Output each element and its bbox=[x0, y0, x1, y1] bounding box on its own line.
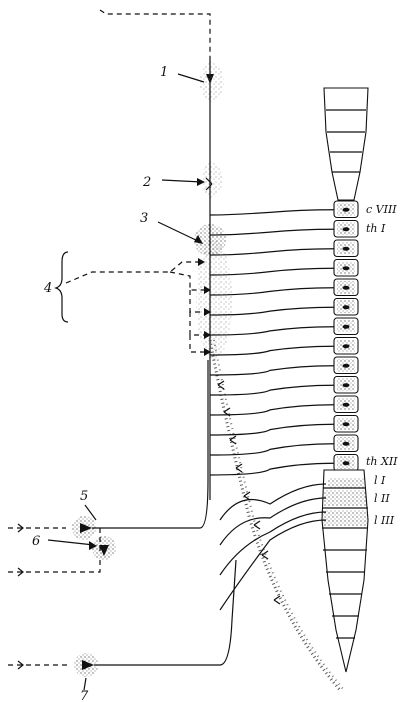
fibre bbox=[209, 326, 335, 336]
fibre bbox=[209, 248, 335, 256]
fibre bbox=[209, 365, 335, 376]
tail-arrows bbox=[217, 380, 281, 605]
label-th1: th I bbox=[366, 222, 386, 235]
segment-neuron bbox=[342, 363, 350, 368]
fibre bbox=[209, 404, 335, 416]
label-2: 2 bbox=[142, 175, 151, 190]
label-l1: l I bbox=[374, 474, 386, 487]
sympathetic-trunk bbox=[99, 9, 345, 691]
fibre-lumbar bbox=[219, 497, 327, 546]
segment-neuron bbox=[342, 461, 350, 466]
lower-inputs bbox=[8, 360, 237, 677]
number-labels: 1 2 3 4 5 6 7 bbox=[32, 65, 168, 702]
fibre bbox=[209, 443, 335, 456]
segment-neuron bbox=[342, 227, 350, 232]
spinal-cord-column bbox=[321, 87, 369, 673]
segment-neuron bbox=[342, 383, 350, 388]
fibre bbox=[209, 228, 335, 236]
label-c8: c VIII bbox=[366, 203, 397, 216]
label-5: 5 bbox=[80, 489, 88, 504]
segment-neuron bbox=[342, 305, 350, 310]
label-1: 1 bbox=[160, 65, 168, 80]
segment-neuron bbox=[342, 324, 350, 329]
fibre-lumbar bbox=[219, 519, 327, 611]
label-th12: th XII bbox=[366, 455, 398, 468]
label-3: 3 bbox=[140, 211, 148, 226]
segment-labels: c VIII th I th XII l I l II l III bbox=[366, 203, 398, 527]
segment-neuron bbox=[342, 207, 350, 212]
preganglionic-dashed-top bbox=[99, 9, 211, 60]
cervical-spindle bbox=[323, 87, 369, 201]
segment-neuron bbox=[342, 266, 350, 271]
segment-neuron bbox=[342, 246, 350, 251]
label-4: 4 bbox=[43, 281, 52, 296]
label-l3: l III bbox=[374, 514, 395, 527]
segment-neuron bbox=[342, 422, 350, 427]
dashed-loops bbox=[54, 251, 211, 356]
fibre bbox=[209, 384, 335, 396]
label-l2: l II bbox=[374, 492, 390, 505]
segment-neuron bbox=[342, 441, 350, 446]
fibre bbox=[209, 287, 335, 296]
fibre bbox=[209, 423, 335, 436]
segment-neuron bbox=[342, 344, 350, 349]
fibre bbox=[209, 306, 335, 316]
fibre bbox=[209, 462, 335, 476]
fibre-lumbar bbox=[219, 483, 327, 521]
fibre-lumbar bbox=[219, 511, 327, 576]
label-6: 6 bbox=[32, 534, 40, 549]
thoracic-segments bbox=[333, 200, 359, 472]
label-7: 7 bbox=[80, 689, 89, 702]
segment-neuron bbox=[342, 285, 350, 290]
brace-4 bbox=[54, 251, 69, 323]
segment-neuron bbox=[342, 402, 350, 407]
postganglionic-fibres bbox=[209, 209, 335, 611]
arrow-2 bbox=[205, 177, 213, 191]
label-pointers bbox=[47, 73, 205, 691]
fibre bbox=[209, 209, 335, 216]
fibre bbox=[209, 345, 335, 356]
fibre bbox=[209, 267, 335, 276]
